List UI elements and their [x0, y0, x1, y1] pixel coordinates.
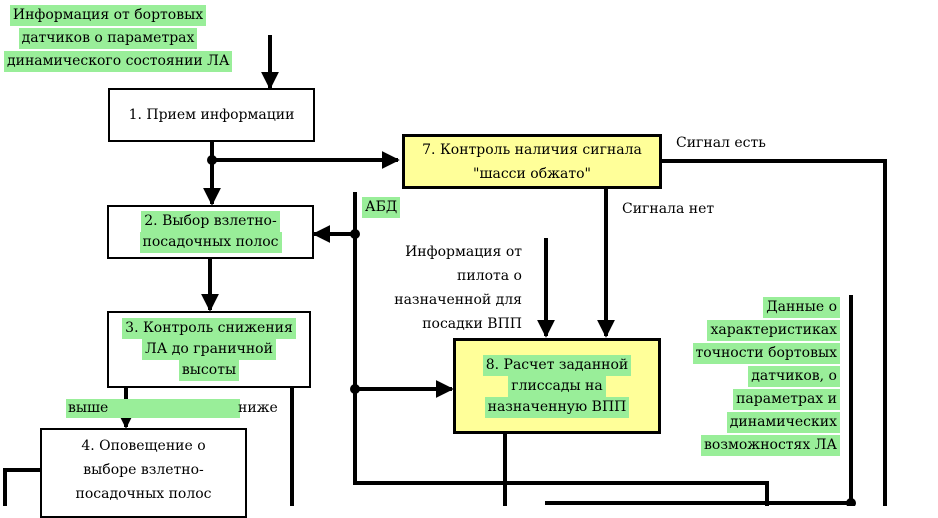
char-line-1: Данные о	[763, 297, 840, 318]
line-signal-yes	[662, 159, 887, 506]
block-4-runway-notification: 4. Оповещение о выборе взлетно- посадочн…	[40, 428, 247, 518]
block-7-line-2: "шасси обжато"	[473, 165, 591, 182]
sensors-info-line-1: Информация от бортовых	[9, 5, 207, 26]
signal-no-label: Сигнала нет	[622, 201, 715, 217]
pilot-info-line-4: посадки ВПП	[422, 316, 522, 332]
block-1-text: 1. Прием информации	[128, 107, 295, 123]
block-2-select-runways: 2. Выбор взлетно- посадочных полос	[107, 205, 314, 259]
char-line-3: точности бортовых	[692, 343, 840, 364]
block-1-receive-info: 1. Прием информации	[108, 88, 315, 142]
block-2-line-1: 2. Выбор взлетно-	[141, 211, 280, 232]
block-7-line-1: 7. Контроль наличия сигнала	[422, 141, 642, 158]
block-3-line-3: высоты	[178, 360, 240, 381]
block-4-line-1: 4. Оповещение о	[81, 438, 206, 454]
junction-abd-b8	[350, 384, 360, 394]
connector-lines	[3, 35, 887, 506]
junction-abd-b2	[350, 229, 360, 239]
block-8-line-2: глиссады на	[508, 375, 606, 397]
pilot-info-line-3: назначенной для	[394, 292, 522, 308]
above-text: выше	[66, 399, 240, 418]
block-8-line-3: назначенную ВПП	[484, 396, 630, 418]
sensors-info-line-2: датчиков о параметрах	[18, 28, 198, 49]
pilot-info-line-1: Информация от	[405, 244, 522, 260]
char-line-5: параметрах и	[733, 389, 840, 410]
characteristics-label: Данные о характеристиках точности бортов…	[676, 296, 840, 457]
block-3-descent-control: 3. Контроль снижения ЛА до граничной выс…	[107, 311, 311, 388]
pilot-info-label: Информация от пилота о назначенной для п…	[378, 240, 522, 336]
block-3-line-1: 3. Контроль снижения	[122, 318, 296, 339]
block-4-line-2: выборе взлетно-	[83, 462, 204, 478]
block-8-line-1: 8. Расчет заданной	[482, 354, 632, 376]
char-line-7: возможностях ЛА	[701, 435, 840, 456]
sensors-info-line-3: динамического состоянии ЛА	[4, 51, 233, 72]
char-line-2: характеристиках	[707, 320, 840, 341]
line-abd	[353, 192, 769, 506]
flowchart: Информация от бортовых датчиков о параме…	[3, 4, 887, 518]
char-line-6: динамических	[726, 412, 840, 433]
signal-yes-label: Сигнал есть	[676, 135, 766, 151]
sensors-info-label: Информация от бортовых датчиков о параме…	[4, 4, 233, 73]
block-8-glide-path-calc: 8. Расчет заданной глиссады на назначенн…	[453, 338, 661, 434]
pilot-info-line-2: пилота о	[457, 268, 522, 284]
char-line-4: датчиков, о	[748, 366, 840, 387]
junction-b1	[207, 155, 217, 165]
abd-text: АБД	[362, 197, 401, 218]
block-2-line-2: посадочных полос	[139, 232, 282, 253]
block-4-line-3: посадочных полос	[75, 486, 212, 502]
block-3-line-2: ЛА до граничной	[142, 339, 276, 360]
block-7-gear-signal-control: 7. Контроль наличия сигнала "шасси обжат…	[402, 134, 662, 189]
junction-characteristics	[846, 498, 856, 506]
below-text: ниже	[238, 400, 278, 416]
abd-label: АБД	[362, 196, 401, 219]
line-b4-left	[3, 468, 40, 506]
